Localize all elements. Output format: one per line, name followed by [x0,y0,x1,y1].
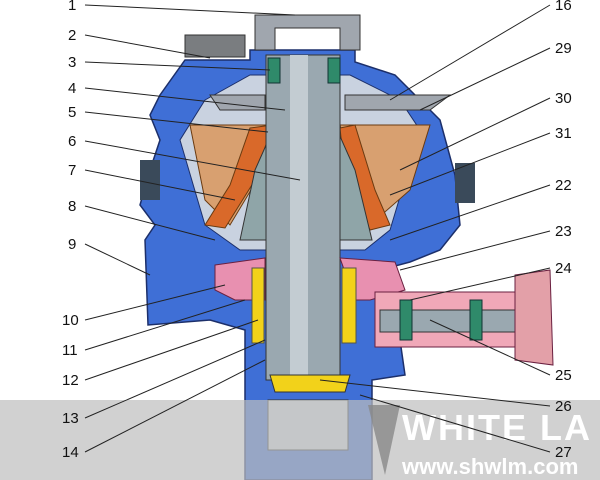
label-9: 9 [68,236,76,253]
bolt-right [455,163,475,203]
label-14: 14 [62,444,79,461]
pulley [514,269,554,366]
label-16: 16 [555,0,572,14]
watermark-band [0,400,600,480]
label-25: 25 [555,367,572,384]
label-7: 7 [68,162,76,179]
label-26: 26 [555,398,572,415]
label-11: 11 [62,342,78,359]
part-3-nut-right [327,57,341,84]
part-26-thrust-plate [269,374,351,393]
label-2: 2 [68,27,76,44]
shaft-highlight [290,55,308,380]
watermark-logo [368,405,400,475]
label-8: 8 [68,198,76,215]
bearing-right [469,299,483,341]
bearing-left [399,299,413,341]
label-13: 13 [62,410,79,427]
label-12: 12 [62,372,79,389]
label-31: 31 [555,125,572,142]
watermark-brand: WHITE LA [402,407,592,448]
leader-lines [84,4,551,453]
label-10: 10 [62,312,79,329]
part-1-top-cap [254,14,361,51]
part-12-bushing-right [341,267,357,344]
label-1: 1 [68,0,76,14]
label-22: 22 [555,177,572,194]
label-6: 6 [68,133,76,150]
label-29: 29 [555,40,572,57]
label-5: 5 [68,104,76,121]
part-2-feed-plate [184,34,246,58]
bolt-left [140,160,160,200]
part-12-bushing-left [251,267,265,344]
label-24: 24 [555,260,572,277]
part-3-nut-left [267,57,281,84]
label-4: 4 [68,80,76,97]
part-16-bowl-liner [344,94,452,111]
label-30: 30 [555,90,572,107]
label-3: 3 [68,54,76,71]
watermark-url: www.shwlm.com [401,454,578,479]
label-27: 27 [555,444,572,461]
label-23: 23 [555,223,572,240]
